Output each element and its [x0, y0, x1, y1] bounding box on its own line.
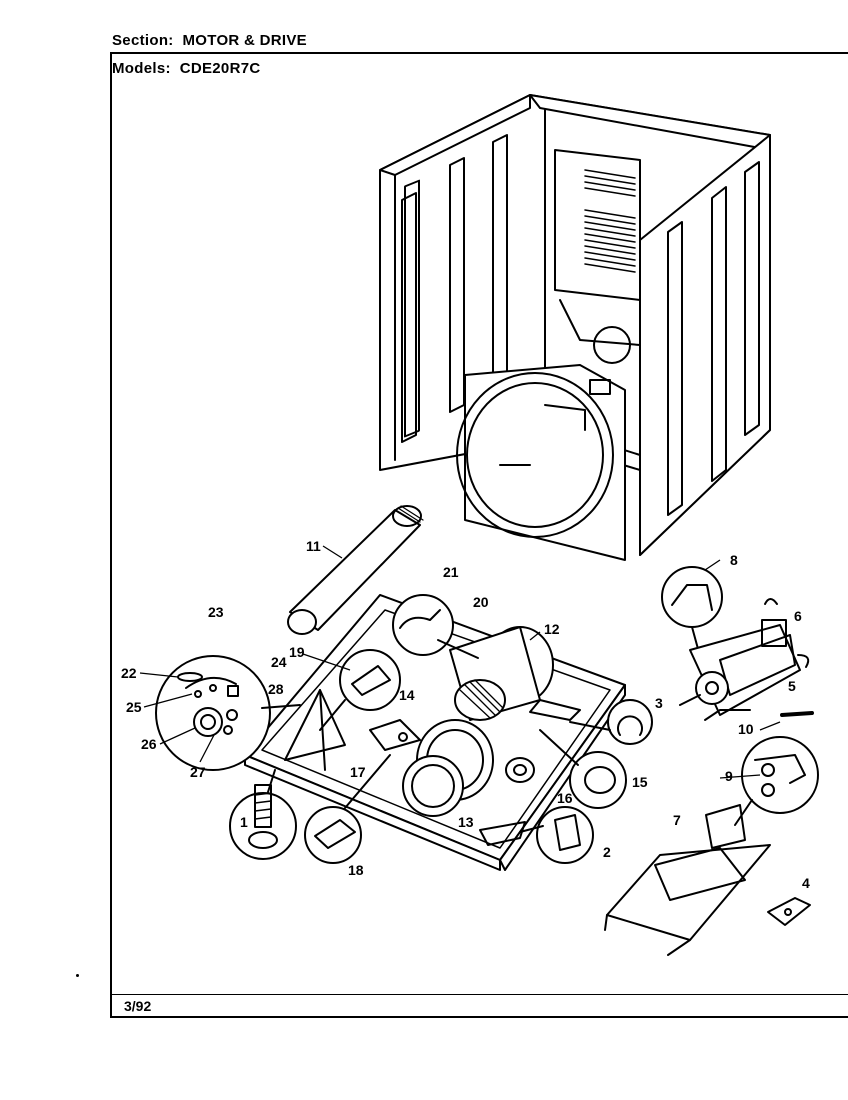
footer-date: 3/92: [124, 998, 152, 1014]
dryer-cabinet: [379, 94, 771, 561]
part-labels: 1 2 3 4 5 6 7 8 9 10 11 12 13 14 15 16 1…: [121, 538, 810, 891]
part-label-7: 7: [673, 812, 681, 828]
part-label-6: 6: [794, 608, 802, 624]
section-heading: Section: MOTOR & DRIVE: [112, 32, 307, 49]
models-heading: Models: CDE20R7C: [112, 60, 260, 77]
part-17-bracket: [369, 719, 421, 751]
part-label-5: 5: [788, 678, 796, 694]
part-label-16: 16: [557, 790, 573, 806]
models-value: CDE20R7C: [179, 60, 261, 77]
callout-3: [569, 699, 653, 745]
part-label-21: 21: [443, 564, 459, 580]
part-label-1: 1: [240, 814, 248, 830]
part-label-3: 3: [655, 695, 663, 711]
callout-14: [319, 649, 401, 731]
part-label-20: 20: [473, 594, 489, 610]
part-12-motor: [449, 626, 554, 721]
stray-mark: [76, 974, 79, 977]
part-13-blower: [402, 719, 494, 817]
models-label: Models:: [112, 60, 171, 77]
part-label-26: 26: [141, 736, 157, 752]
part-label-12: 12: [544, 621, 560, 637]
callout-9: [734, 736, 819, 826]
part-16-pulley: [505, 757, 535, 783]
callout-1: [229, 769, 297, 860]
diagram-frame: [110, 52, 848, 1018]
callout-21-20: [392, 594, 479, 659]
part-label-18: 18: [348, 862, 364, 878]
part-label-13: 13: [458, 814, 474, 830]
part-label-11: 11: [306, 538, 321, 554]
part-label-28: 28: [268, 681, 284, 697]
part-11-duct: [287, 505, 424, 635]
callout-23: [155, 655, 301, 771]
part-label-2: 2: [603, 844, 611, 860]
part-label-24: 24: [271, 654, 287, 670]
section-value: MOTOR & DRIVE: [182, 32, 307, 49]
section-label: Section:: [112, 32, 174, 49]
part-label-25: 25: [126, 699, 142, 715]
footer-rule: [110, 994, 848, 995]
callout-2: [519, 806, 594, 864]
callout-18: [304, 754, 391, 864]
part-label-9: 9: [725, 768, 733, 784]
part-7-mount: [604, 804, 771, 956]
part-5-motor: [679, 598, 810, 721]
part-label-15: 15: [632, 774, 648, 790]
part-label-8: 8: [730, 552, 738, 568]
part-10-spring: [780, 711, 814, 717]
part-label-23: 23: [208, 604, 224, 620]
part-label-22: 22: [121, 665, 137, 681]
part-label-17: 17: [350, 764, 366, 780]
part-label-14: 14: [399, 687, 415, 703]
callout-15: [539, 729, 627, 809]
leader-lines: [139, 545, 781, 779]
part-label-4: 4: [802, 875, 810, 891]
part-label-27: 27: [190, 764, 206, 780]
part-4-clip: [767, 897, 811, 926]
part-label-19: 19: [289, 644, 305, 660]
part-label-10: 10: [738, 721, 754, 737]
